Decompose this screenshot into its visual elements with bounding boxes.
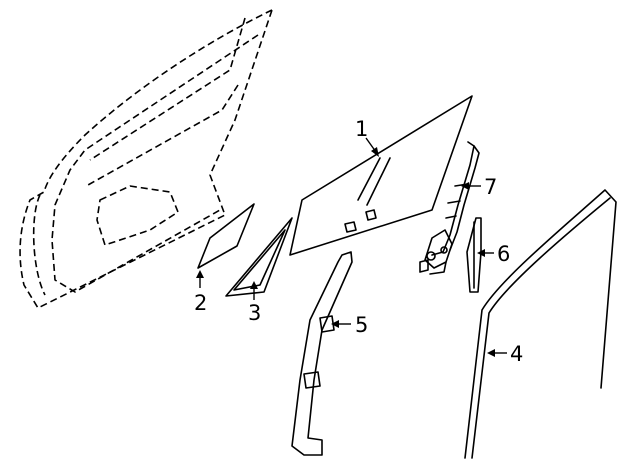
callout-label-2: 2 [194,291,207,315]
rear-guide-rail [291,251,353,456]
callout-2: 2 [194,270,207,315]
quarter-glass-seal [225,217,293,297]
sash-channel [466,217,482,293]
callout-label-3: 3 [248,301,261,325]
callout-label-5: 5 [355,313,368,337]
callout-7: 7 [461,175,497,199]
callout-4: 4 [487,342,523,366]
callout-label-1: 1 [355,117,368,141]
callout-label-6: 6 [497,242,510,266]
fixed-quarter-glass [197,203,255,269]
door-shell-outline [19,9,273,309]
callout-label-7: 7 [484,175,497,199]
callout-1: 1 [355,117,379,157]
callout-label-4: 4 [510,342,523,366]
door-glass [289,95,473,256]
run-channel [464,189,617,459]
callout-3: 3 [248,281,261,325]
callout-6: 6 [477,242,510,266]
callout-5: 5 [331,313,368,337]
